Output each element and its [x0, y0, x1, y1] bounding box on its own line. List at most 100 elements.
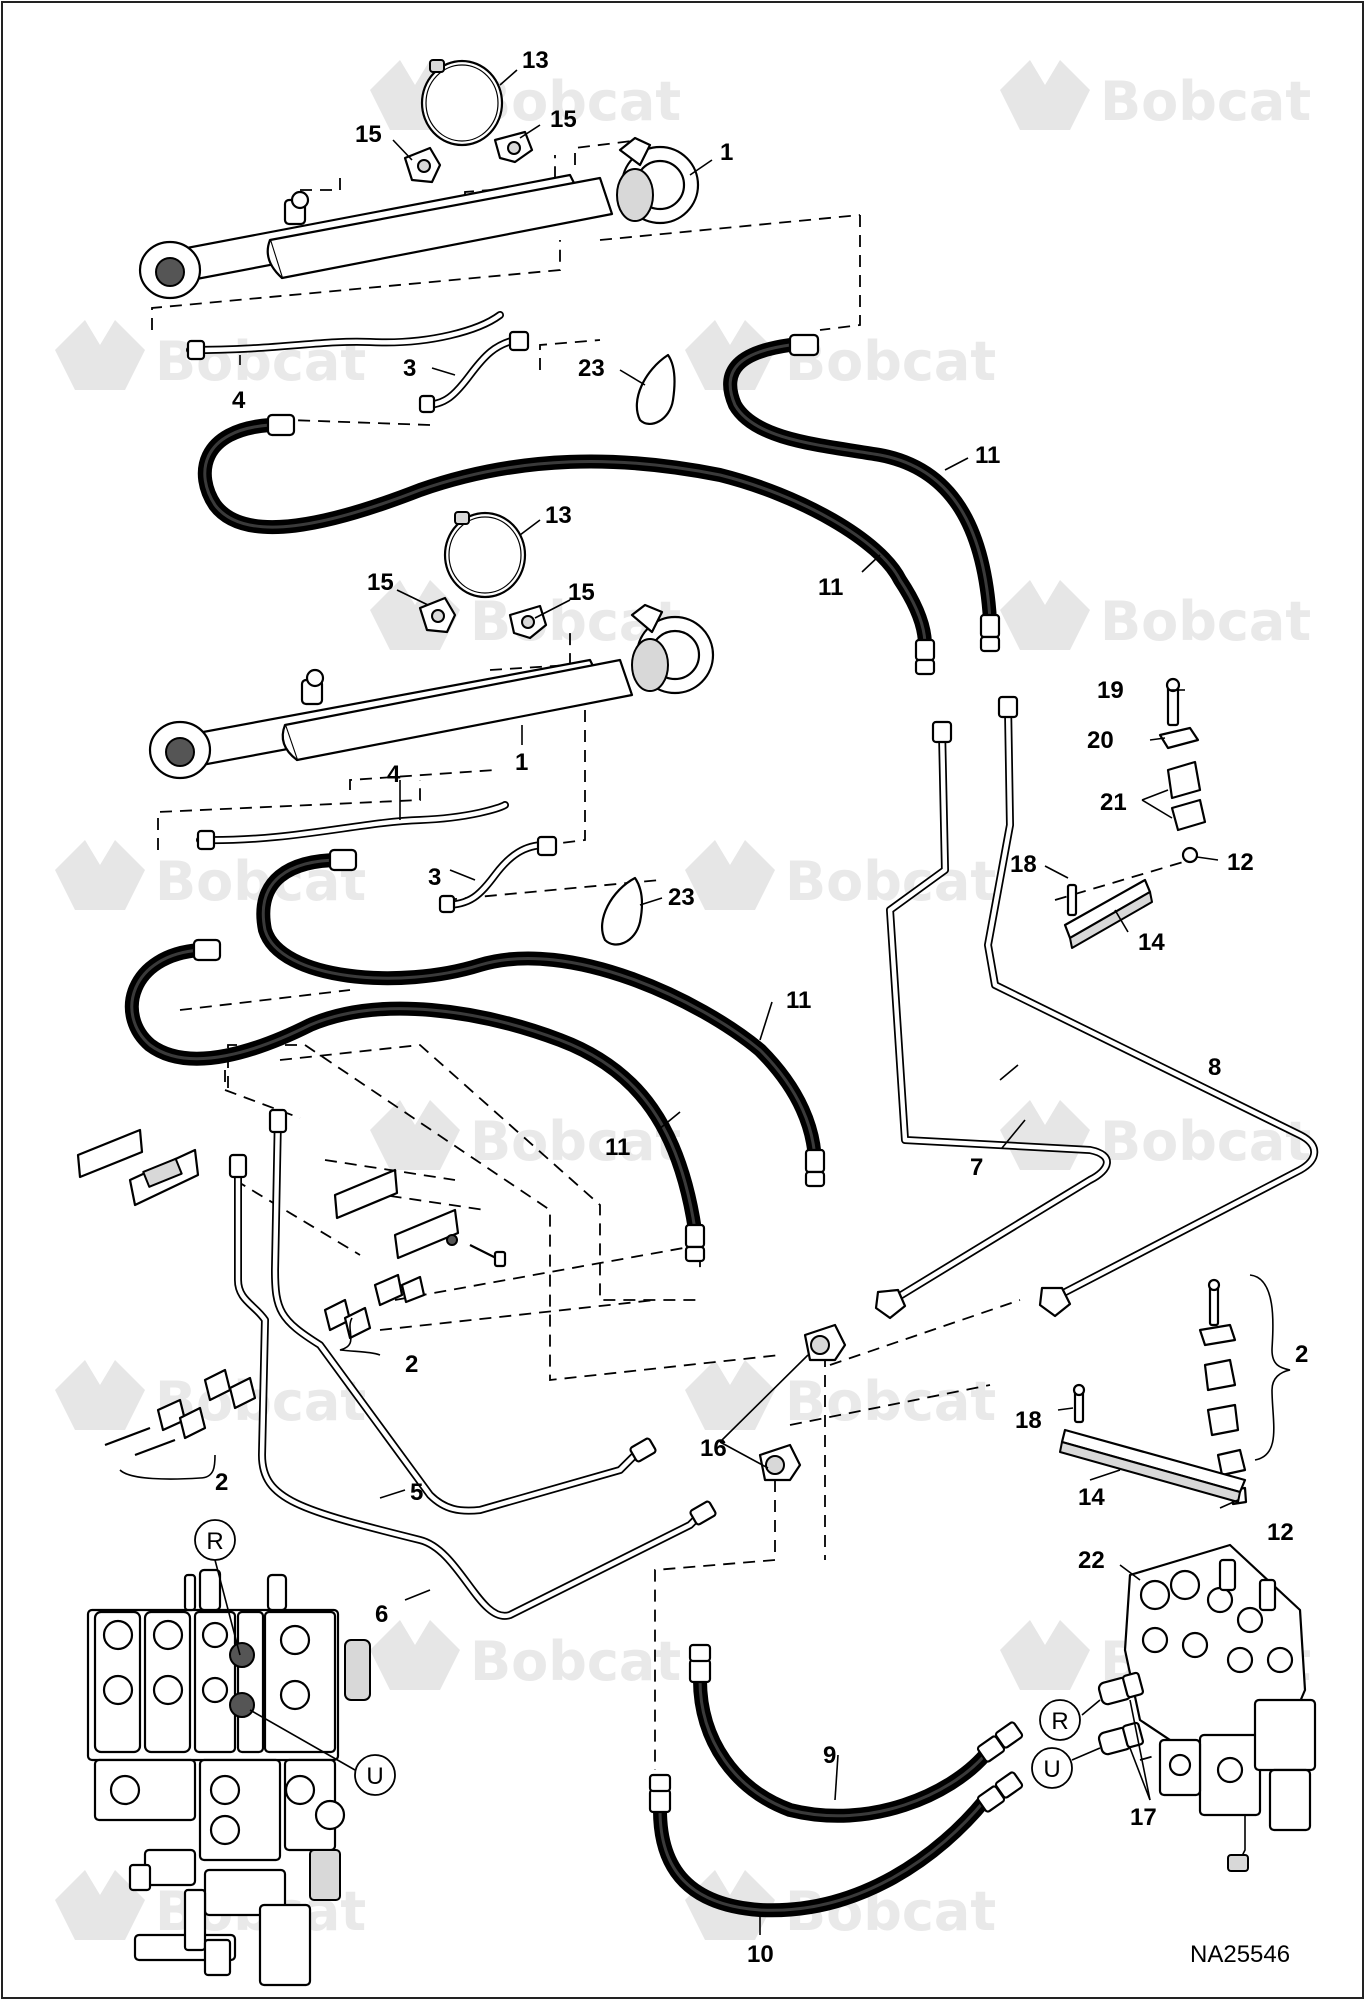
callout-11: 11	[975, 442, 1000, 469]
callout-18: 18	[1015, 1407, 1042, 1434]
hose-11-upper-left	[197, 413, 936, 676]
callout-12: 12	[1267, 1519, 1294, 1546]
watermark-text: Bobcat	[785, 330, 996, 393]
assembly-dash-lines	[151, 139, 1211, 1770]
bracket-brace-right	[1249, 1274, 1291, 1461]
callout-20: 20	[1087, 727, 1114, 754]
port-label-u: U	[1043, 1756, 1060, 1783]
callout-7: 7	[970, 1154, 983, 1181]
watermark-6: Bobcat	[1000, 580, 1311, 653]
hose-clip-upper-left	[403, 146, 442, 184]
watermark-text: Bobcat	[470, 1110, 681, 1173]
hose-11-lower-lower	[124, 938, 706, 1263]
watermark-10: Bobcat	[1000, 1100, 1311, 1173]
port-marker-upper-right: U	[1031, 1747, 1101, 1789]
callout-labels: 13 15 15 1 4 3 23 11 11 13 15 15 1 4 3 2…	[215, 47, 1308, 1968]
hydraulic-cylinder-lower	[148, 603, 715, 780]
callout-15: 15	[550, 106, 577, 133]
tee-fitting-upper	[803, 1323, 847, 1362]
hydraulic-cylinder-upper	[138, 136, 700, 300]
callout-11: 11	[786, 987, 811, 1014]
port-marker-return-left: R	[194, 1519, 241, 1656]
callout-13: 13	[545, 502, 572, 529]
hose-clip-upper-right	[493, 130, 534, 164]
hose-10	[648, 1771, 1024, 1918]
mounting-rail-upper	[1063, 878, 1153, 949]
leader-lines	[119, 69, 1239, 1935]
callout-15: 15	[568, 579, 595, 606]
callout-11: 11	[818, 574, 843, 601]
watermark-12: Bobcat	[685, 1360, 996, 1433]
band-clamp-upper	[420, 59, 504, 147]
callout-14: 14	[1138, 929, 1165, 956]
port-label-u: U	[366, 1763, 383, 1790]
hose-clip-lower-right	[508, 604, 548, 640]
watermark-8: Bobcat	[685, 840, 996, 913]
callout-19: 19	[1097, 677, 1124, 704]
tie-strap-upper	[635, 353, 676, 425]
mount-hardware-upper-right	[1158, 677, 1207, 864]
tee-fitting-lower	[758, 1443, 802, 1482]
watermark-2: Bobcat	[1000, 60, 1311, 133]
callout-1: 1	[515, 749, 528, 776]
hose-clip-lower-left	[418, 596, 457, 634]
steel-tube-6	[228, 1153, 717, 1620]
control-valve-iso	[1123, 1543, 1317, 1872]
tie-strap-lower	[600, 876, 644, 946]
steel-tube-4-lower	[196, 801, 509, 851]
watermark-text: Bobcat	[1100, 1110, 1311, 1173]
callout-18: 18	[1010, 851, 1037, 878]
port-marker-upper-left: U	[249, 1709, 396, 1796]
watermark-3: Bobcat	[55, 320, 366, 393]
watermark-text: Bobcat	[1100, 590, 1311, 653]
hose-9	[688, 1643, 1024, 1823]
callout-15: 15	[355, 121, 382, 148]
port-marker-return-right: R	[1039, 1699, 1101, 1741]
control-valve-front	[86, 1568, 371, 1987]
callout-2: 2	[1295, 1341, 1308, 1368]
mounting-rail-lower	[1059, 1383, 1247, 1503]
callout-23: 23	[668, 884, 695, 911]
band-clamp-lower	[443, 511, 527, 599]
steel-tube-3-lower	[438, 835, 558, 914]
watermark-13: Bobcat	[370, 1620, 681, 1693]
callout-13: 13	[522, 47, 549, 74]
callout-5: 5	[410, 1479, 423, 1506]
adapter-fitting-lower	[1097, 1721, 1145, 1756]
callout-21: 21	[1100, 789, 1127, 816]
callout-22: 22	[1078, 1547, 1105, 1574]
callout-8: 8	[1208, 1054, 1221, 1081]
callout-14: 14	[1078, 1484, 1105, 1511]
watermark-text: Bobcat	[470, 1630, 681, 1693]
callout-3: 3	[403, 355, 416, 382]
steel-tube-4-upper	[186, 311, 504, 361]
callout-16: 16	[700, 1435, 727, 1462]
callout-6: 6	[375, 1601, 388, 1628]
callout-15: 15	[367, 569, 394, 596]
steel-tube-7	[874, 720, 1111, 1320]
clamp-plate-assembly-upper-left	[76, 1128, 200, 1207]
callout-12: 12	[1227, 849, 1254, 876]
steel-tube-3-upper	[418, 330, 530, 414]
hose-11-upper-right	[723, 333, 1001, 653]
clamp-bracket-set-lower-left	[104, 1368, 257, 1457]
callout-23: 23	[578, 355, 605, 382]
callout-10: 10	[747, 1941, 774, 1968]
watermark-9: Bobcat	[370, 1100, 681, 1173]
callout-11: 11	[605, 1134, 630, 1161]
watermark-7: Bobcat	[55, 840, 366, 913]
callout-2: 2	[215, 1469, 228, 1496]
callout-1: 1	[720, 139, 733, 166]
port-label-r: R	[1051, 1708, 1068, 1735]
steel-tube-5	[268, 1108, 657, 1515]
callout-4: 4	[387, 761, 401, 788]
callout-9: 9	[823, 1742, 836, 1769]
port-label-r: R	[206, 1528, 223, 1555]
clamp-plate-assembly-center	[333, 1168, 507, 1268]
watermark-text: Bobcat	[785, 1370, 996, 1433]
watermark-4: Bobcat	[685, 320, 996, 393]
callout-4: 4	[232, 387, 246, 414]
